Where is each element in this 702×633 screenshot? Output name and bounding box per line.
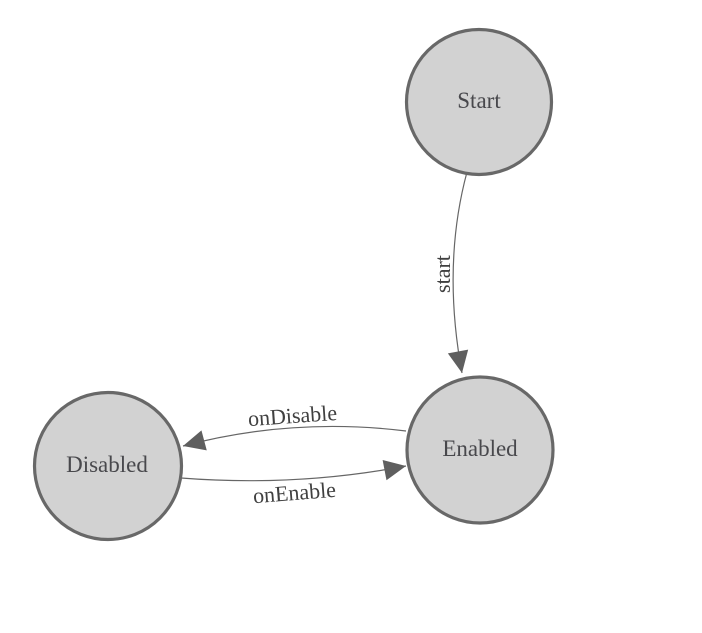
transition-onenable: onEnable xyxy=(180,459,407,508)
transition-ondisable-line xyxy=(182,425,407,451)
transition-onenable-label: onEnable xyxy=(252,477,337,508)
state-node-enabled-circle xyxy=(405,375,555,525)
transition-ondisable-label: onDisable xyxy=(247,400,338,431)
transition-onenable-line xyxy=(180,459,407,482)
state-node-disabled-label: Disabled xyxy=(66,452,148,477)
transition-start-line xyxy=(447,171,469,374)
state-node-start-label: Start xyxy=(457,88,501,113)
state-node-disabled-circle xyxy=(32,390,184,542)
transition-start: start xyxy=(430,171,469,374)
state-node-disabled: Disabled xyxy=(32,390,184,542)
state-node-start-circle xyxy=(404,27,554,177)
state-node-start: Start xyxy=(404,27,554,177)
transition-ondisable: onDisable xyxy=(182,400,407,451)
transition-start-label: start xyxy=(430,255,455,293)
state-node-enabled-label: Enabled xyxy=(442,436,518,461)
state-node-enabled: Enabled xyxy=(405,375,555,525)
